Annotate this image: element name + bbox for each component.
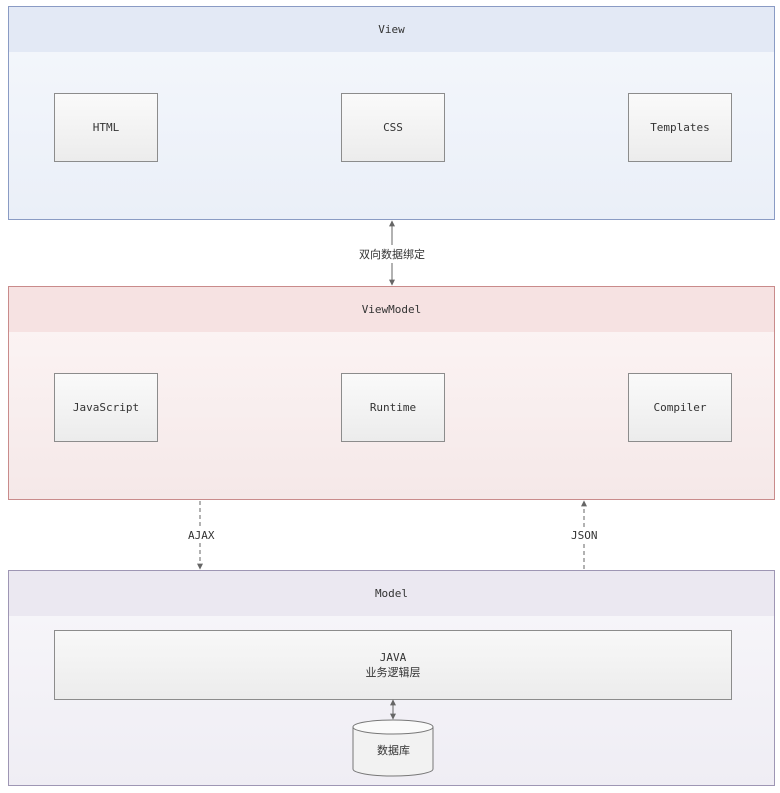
templates-box: Templates [628,93,732,162]
ajax-label: AJAX [186,528,217,543]
compiler-box: Compiler [628,373,732,442]
html-box: HTML [54,93,158,162]
model-layer: Model JAVA 业务逻辑层 [8,570,775,786]
json-label: JSON [569,528,600,543]
viewmodel-layer: ViewModel JavaScript Runtime Compiler [8,286,775,500]
view-layer: View HTML CSS Templates [8,6,775,220]
business-logic-line2: 业务逻辑层 [365,666,421,679]
viewmodel-layer-body: JavaScript Runtime Compiler [9,332,774,499]
view-layer-body: HTML CSS Templates [9,52,774,219]
database-label: 数据库 [377,744,410,757]
business-logic-line1: JAVA [379,651,407,664]
model-layer-title: Model [9,571,774,617]
viewmodel-layer-title: ViewModel [9,287,774,333]
runtime-box: Runtime [341,373,445,442]
css-box: CSS [341,93,445,162]
database-icon [352,719,434,777]
binding-label: 双向数据绑定 [357,245,427,263]
javascript-box: JavaScript [54,373,158,442]
business-logic-box: JAVA 业务逻辑层 [54,630,732,700]
model-layer-body: JAVA 业务逻辑层 [9,616,774,785]
